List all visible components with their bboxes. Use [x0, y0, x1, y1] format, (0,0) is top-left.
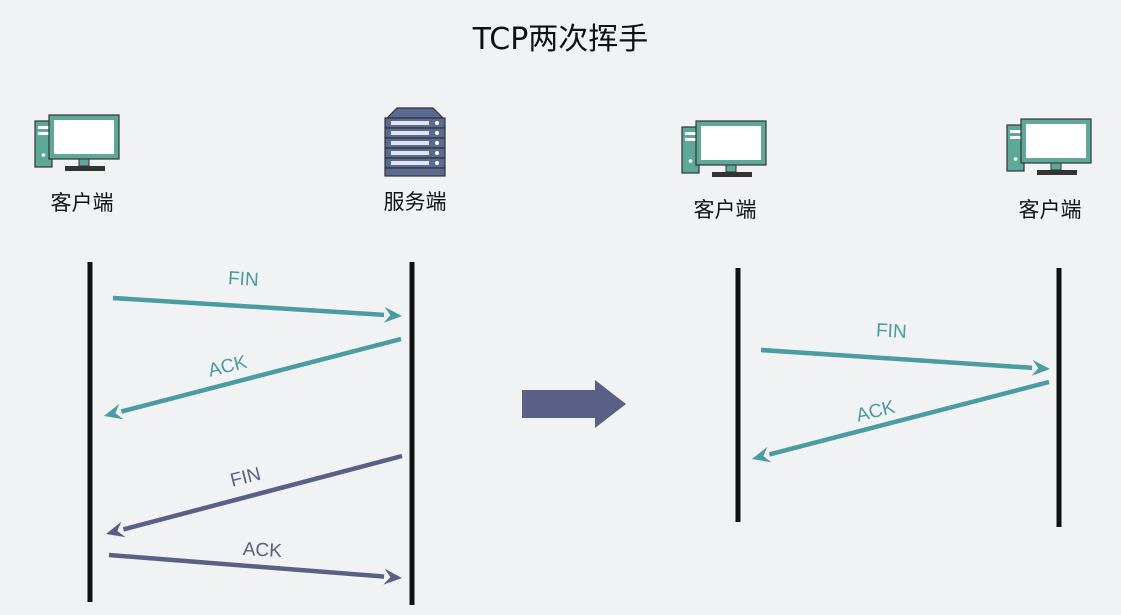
desktop-computer-icon: [1006, 118, 1092, 176]
arrowhead-icon: [383, 568, 402, 585]
arrowhead-icon: [106, 521, 126, 538]
arrowhead-icon: [752, 446, 772, 463]
actor-label-client: 客户端: [693, 198, 757, 222]
message-label: FIN: [228, 464, 263, 492]
server-rack-icon: [384, 107, 446, 177]
arrowhead-icon: [383, 306, 402, 323]
actor-label-server: 服务端: [383, 190, 447, 214]
message-arrow-line: [112, 295, 385, 318]
actor-label-client: 客户端: [1018, 198, 1082, 222]
message-arrow-line: [120, 336, 402, 414]
transition-arrow-icon: [522, 380, 626, 428]
message-arrow-line: [768, 379, 1050, 457]
diagram-title: TCP两次挥手: [472, 22, 649, 57]
arrowhead-icon: [104, 403, 124, 420]
message-label: ACK: [242, 539, 282, 562]
actor-label-client: 客户端: [50, 191, 114, 215]
message-arrow-line: [108, 552, 385, 579]
arrowhead-icon: [1031, 359, 1050, 376]
desktop-computer-icon: [34, 114, 120, 172]
message-arrow-line: [760, 347, 1033, 371]
message-label: FIN: [227, 268, 259, 291]
message-label: FIN: [875, 320, 907, 343]
message-arrow-line: [122, 453, 403, 532]
message-label: ACK: [206, 352, 249, 382]
desktop-computer-icon: [681, 120, 767, 178]
